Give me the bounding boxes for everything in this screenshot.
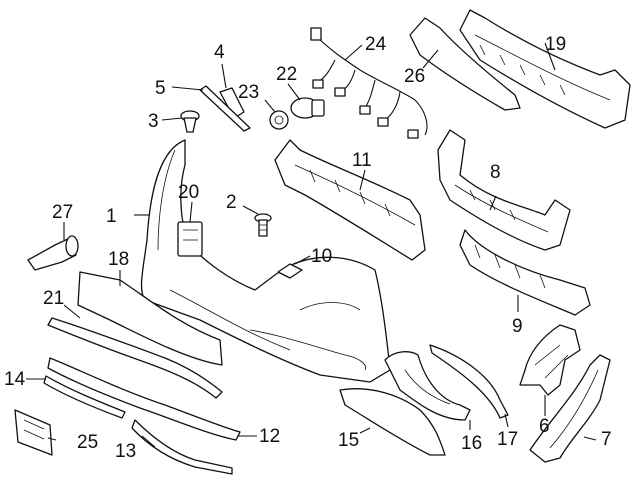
callout-10: 10 xyxy=(311,246,332,267)
tow-hook-part[interactable] xyxy=(27,235,79,271)
callout-21: 21 xyxy=(43,288,64,309)
callout-20: 20 xyxy=(178,182,199,203)
screw-part[interactable] xyxy=(254,213,272,237)
impact-bar-part[interactable] xyxy=(274,139,426,261)
sensor-ring-part[interactable] xyxy=(269,110,289,130)
mount-bracket-part[interactable] xyxy=(409,17,521,111)
callout-16: 16 xyxy=(461,433,482,454)
leader-lines xyxy=(26,42,597,448)
energy-absorber-part[interactable] xyxy=(459,229,591,316)
callout-13: 13 xyxy=(115,441,136,462)
grille-frame-part[interactable] xyxy=(384,351,471,421)
reinforcement-bracket-part[interactable] xyxy=(437,129,571,251)
callout-12: 12 xyxy=(259,426,280,447)
callout-5: 5 xyxy=(155,78,166,99)
callout-11: 11 xyxy=(352,150,372,171)
wiring-harness-part[interactable] xyxy=(310,27,428,139)
callout-22: 22 xyxy=(276,64,297,85)
callout-17: 17 xyxy=(497,429,518,450)
callout-19: 19 xyxy=(545,34,566,55)
side-bracket-part[interactable] xyxy=(519,324,581,396)
carrier-part[interactable] xyxy=(459,9,631,129)
callout-15: 15 xyxy=(338,430,359,451)
callout-8: 8 xyxy=(490,162,501,183)
callout-14: 14 xyxy=(4,369,26,390)
callout-26: 26 xyxy=(404,66,425,87)
rivet-part[interactable] xyxy=(180,110,200,133)
callout-2: 2 xyxy=(226,192,237,213)
parking-sensor-part[interactable] xyxy=(290,97,325,119)
callout-4: 4 xyxy=(214,42,225,63)
chrome-trim-part[interactable] xyxy=(43,375,126,419)
callout-9: 9 xyxy=(512,316,523,337)
callout-7: 7 xyxy=(601,429,612,450)
spoiler-strip-part[interactable] xyxy=(131,419,233,475)
lip-trim-part[interactable] xyxy=(47,317,223,399)
bumper-cover-part[interactable] xyxy=(140,139,391,383)
callout-23: 23 xyxy=(238,82,259,103)
callout-24: 24 xyxy=(365,34,387,55)
plate-bracket-part[interactable] xyxy=(14,409,53,456)
callout-27: 27 xyxy=(52,202,73,223)
callout-25: 25 xyxy=(77,432,98,453)
sensor-bracket-part[interactable] xyxy=(177,221,203,257)
lower-grille-part[interactable] xyxy=(77,271,223,366)
callout-1: 1 xyxy=(106,206,117,227)
callout-3: 3 xyxy=(148,111,159,132)
callout-18: 18 xyxy=(108,249,129,270)
lower-moulding-part[interactable] xyxy=(47,357,241,441)
trim-bezel-part[interactable] xyxy=(429,344,509,419)
trim-strip-part[interactable] xyxy=(199,85,251,132)
left-grille-part[interactable] xyxy=(339,388,446,456)
callout-6: 6 xyxy=(539,416,550,437)
callout-labels: 1 2 3 4 5 6 7 8 9 10 11 12 13 14 15 16 1… xyxy=(4,34,612,462)
side-guide-part[interactable] xyxy=(529,354,611,463)
small-trim-part[interactable] xyxy=(277,263,303,279)
